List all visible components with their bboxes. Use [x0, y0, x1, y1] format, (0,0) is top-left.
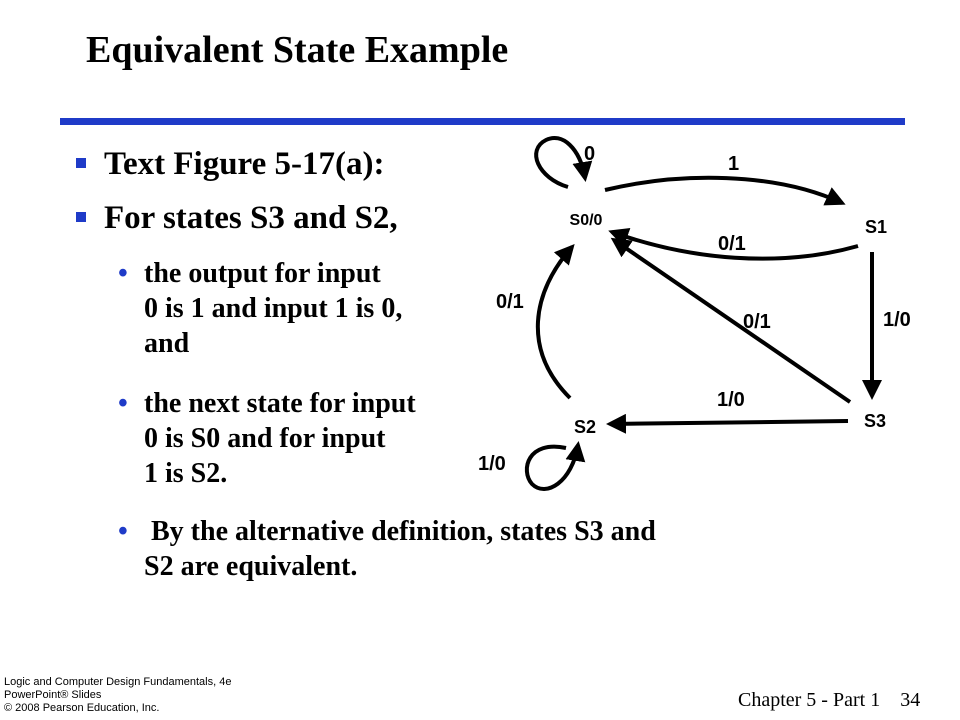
edge-s0-to-s1: [604, 175, 846, 206]
edge-s2-to-s0: [536, 244, 575, 400]
sub-bullet-text: the next state for input 0 is S0 and for…: [144, 388, 416, 489]
dot-bullet-icon: •: [118, 258, 128, 289]
edge-s0-self-loop: [534, 136, 593, 189]
bullet-text: Text Figure 5-17(a):: [104, 146, 385, 182]
square-bullet-icon: [76, 212, 86, 222]
dot-bullet-icon: •: [118, 516, 128, 547]
edge-label-s1-s3: 1/0: [883, 309, 911, 331]
state-s2-label: S2: [574, 417, 596, 437]
edge-label-s2-self: 1/0: [478, 453, 506, 475]
dot-bullet-icon: •: [118, 388, 128, 419]
sub-bullet-text: By the alternative definition, states S3…: [144, 516, 656, 582]
title-underline: [60, 118, 905, 125]
edge-s3-to-s0: [610, 237, 852, 404]
sub-bullet-text: the output for input 0 is 1 and input 1 …: [144, 258, 403, 359]
square-bullet-icon: [76, 158, 86, 168]
publisher-credit: Logic and Computer Design Fundamentals, …: [4, 676, 232, 714]
bullet-text: For states S3 and S2,: [104, 200, 398, 236]
edge-label-s3-s2: 1/0: [717, 389, 745, 411]
edge-label-s1-s0: 0/1: [718, 233, 746, 255]
edge-label-s3-s0: 0/1: [743, 311, 771, 333]
edge-s3-to-s2: [606, 413, 849, 434]
edge-label-s2-s0: 0/1: [496, 291, 524, 313]
slide-title: Equivalent State Example: [86, 29, 509, 71]
edge-label-s0-self: 0: [584, 143, 595, 165]
state-s3-label: S3: [864, 411, 886, 431]
slide-footer-page: Chapter 5 - Part 1 34: [738, 689, 921, 711]
state-s1-label: S1: [865, 217, 887, 237]
edge-label-s0-s1: 1: [728, 153, 739, 175]
edge-s2-self-loop: [524, 441, 586, 491]
state-s0-label: S0/0: [570, 212, 603, 229]
edge-s1-to-s0: [608, 227, 859, 261]
